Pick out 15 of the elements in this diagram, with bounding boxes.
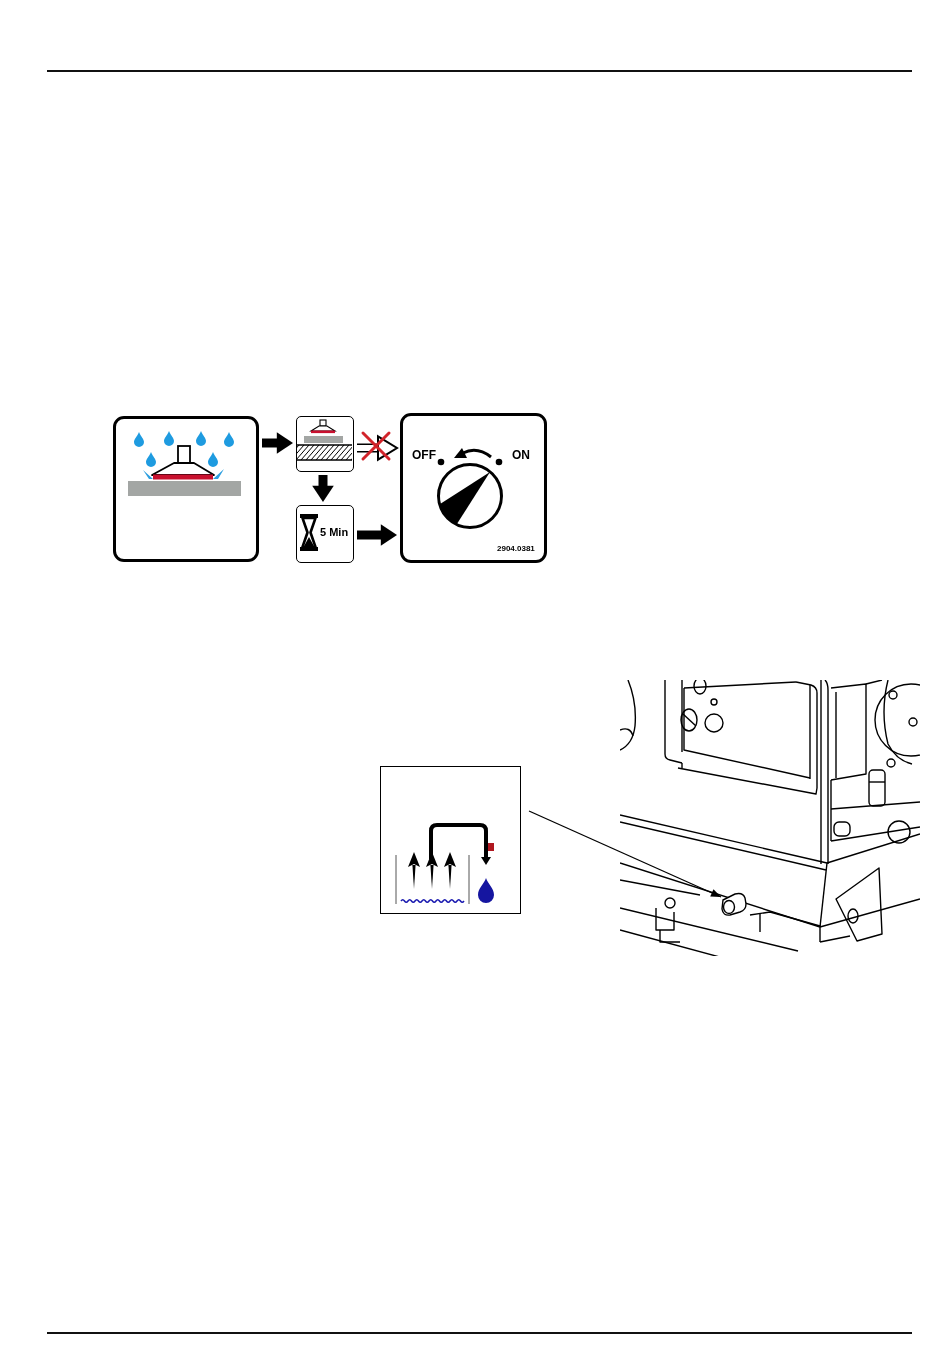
duration-label: 5 Min xyxy=(320,527,349,538)
knob-icon xyxy=(721,892,747,916)
pictogram-panel xyxy=(296,416,354,472)
switch-position-label: OFF xyxy=(412,449,436,461)
pictogram-panel xyxy=(380,766,521,914)
arrow xyxy=(357,524,397,546)
part-number: 2904.0381 xyxy=(497,545,535,553)
arrow xyxy=(262,432,293,454)
arrow xyxy=(312,475,334,502)
instruction-panel xyxy=(400,413,547,563)
leader-line xyxy=(528,810,722,898)
arrow xyxy=(357,435,398,461)
pictogram-panel xyxy=(296,505,354,563)
pictogram-panel xyxy=(113,416,259,562)
switch-position-label: ON xyxy=(512,449,530,461)
